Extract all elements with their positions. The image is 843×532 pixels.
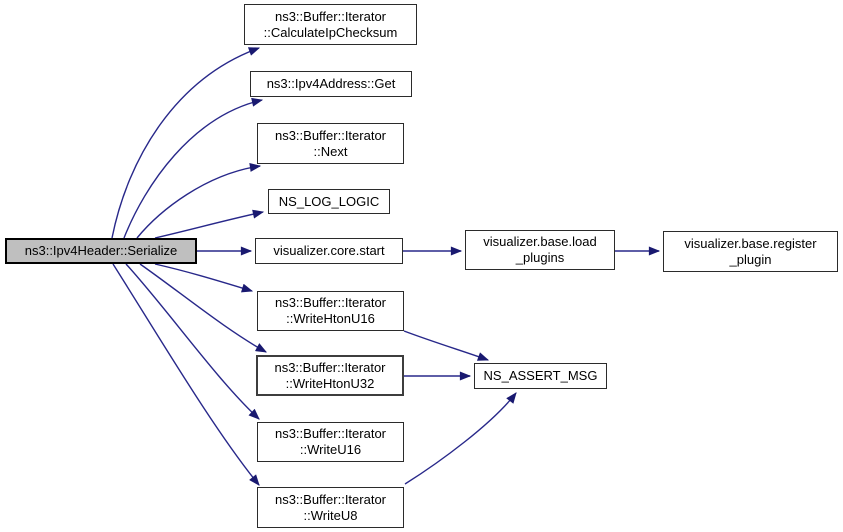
node-ns-assert-msg[interactable]: NS_ASSERT_MSG [474, 363, 607, 389]
node-label: ::WriteHtonU16 [286, 311, 375, 326]
node-label: ns3::Ipv4Address::Get [266, 76, 396, 91]
node-ipv4address-get[interactable]: ns3::Ipv4Address::Get [250, 71, 412, 97]
edge-serialize-to-write-hton-u16 [154, 263, 254, 293]
edge-serialize-to-write-hton-u32 [139, 263, 267, 353]
node-label: NS_LOG_LOGIC [278, 193, 380, 209]
node-ns-log-logic[interactable]: NS_LOG_LOGIC [268, 189, 390, 214]
node-buffer-iterator-next[interactable]: ns3::Buffer::Iterator ::Next [257, 123, 404, 164]
edge-write-hton-u16-to-ns-assert-msg [403, 330, 490, 361]
node-buffer-iterator-calculate-ip-checksum[interactable]: ns3::Buffer::Iterator ::CalculateIpCheck… [244, 4, 417, 45]
node-label: _plugins [515, 250, 565, 265]
node-label: ns3::Buffer::Iterator [274, 426, 387, 441]
node-label: ns3::Buffer::Iterator [274, 295, 387, 310]
node-label: visualizer.base.load [483, 234, 597, 249]
edge-serialize-to-calculate-ip-checksum [111, 47, 261, 239]
node-label: ::WriteHtonU32 [285, 375, 375, 391]
edge-write-u8-to-ns-assert-msg [404, 392, 517, 485]
node-label: ns3::Buffer::Iterator [274, 491, 387, 507]
node-label: ::Next [313, 143, 348, 159]
node-label: NS_ASSERT_MSG [483, 368, 598, 383]
edge-serialize-to-ipv4-address-get [123, 97, 264, 239]
node-ipv4header-serialize[interactable]: ns3::Ipv4Header::Serialize [5, 238, 197, 264]
node-label: visualizer.base.register [684, 235, 817, 251]
node-buffer-iterator-write-hton-u16[interactable]: ns3::Buffer::Iterator ::WriteHtonU16 [257, 291, 404, 331]
node-label: ns3::Buffer::Iterator [274, 359, 386, 375]
edge-serialize-to-ns-log-logic [154, 209, 265, 239]
node-visualizer-base-load-plugins[interactable]: visualizer.base.load _plugins [465, 230, 615, 270]
node-label: ::CalculateIpChecksum [263, 24, 398, 40]
node-visualizer-base-register-plugin[interactable]: visualizer.base.register _plugin [663, 231, 838, 272]
node-label: ns3::Buffer::Iterator [274, 127, 387, 143]
node-label: ns3::Ipv4Header::Serialize [24, 243, 178, 258]
node-label: ::WriteU8 [303, 507, 358, 523]
node-buffer-iterator-write-hton-u32[interactable]: ns3::Buffer::Iterator ::WriteHtonU32 [256, 355, 404, 396]
node-buffer-iterator-write-u8[interactable]: ns3::Buffer::Iterator ::WriteU8 [257, 487, 404, 528]
edge-serialize-to-write-u8 [112, 263, 260, 486]
node-label: visualizer.core.start [273, 243, 385, 258]
node-label: ns3::Buffer::Iterator [274, 8, 387, 24]
node-label: ::WriteU16 [299, 442, 362, 457]
node-visualizer-core-start[interactable]: visualizer.core.start [255, 238, 403, 264]
edge-serialize-to-iterator-next [136, 163, 262, 239]
edge-serialize-to-write-u16 [125, 263, 260, 420]
node-label: _plugin [729, 251, 772, 267]
node-buffer-iterator-write-u16[interactable]: ns3::Buffer::Iterator ::WriteU16 [257, 422, 404, 462]
